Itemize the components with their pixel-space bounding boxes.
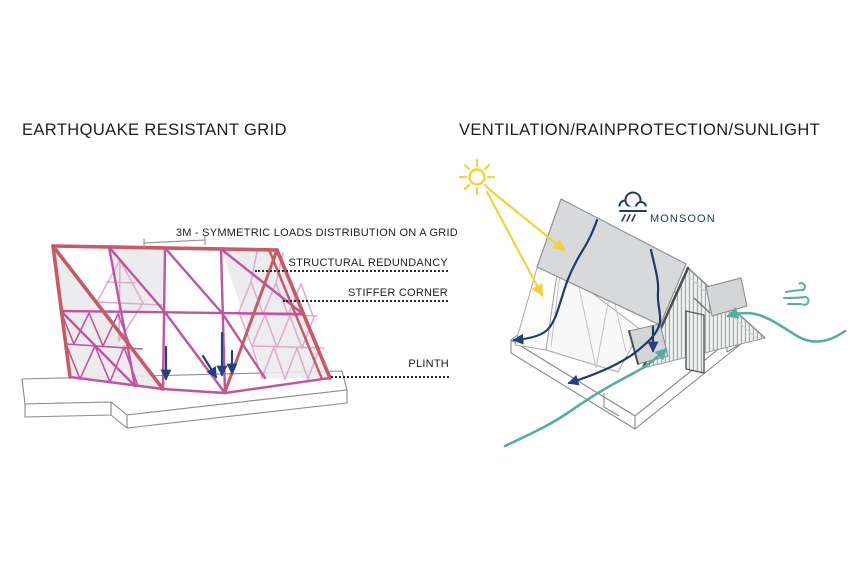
plinth-left	[21, 370, 348, 429]
leader-line-stiffer-corner	[283, 300, 448, 302]
right-panel-title: VENTILATION/RAINPROTECTION/SUNLIGHT	[459, 121, 821, 139]
wind-flow-arrows	[503, 307, 847, 448]
rain-flow-arrows	[512, 218, 662, 386]
load-arrows	[160, 331, 238, 381]
sun-icon	[458, 158, 496, 196]
annotation-grid-note: 3M - SYMMETRIC LOADS DISTRIBUTION ON A G…	[175, 227, 458, 239]
annotation-monsoon: MONSOON	[650, 213, 716, 225]
sunlight-arrows	[485, 188, 566, 297]
leader-line-structural-redundancy	[255, 270, 448, 272]
rain-cloud-icon	[617, 191, 649, 222]
dimension-bracket	[143, 236, 206, 248]
annotation-stiffer-corner: STIFFER CORNER	[347, 287, 448, 299]
leader-line-plinth	[331, 376, 449, 378]
left-panel-title: EARTHQUAKE RESISTANT GRID	[22, 121, 287, 139]
annotation-structural-redundancy: STRUCTURAL REDUNDANCY	[288, 257, 448, 269]
wind-icon	[783, 282, 810, 306]
annotation-plinth: PLINTH	[408, 358, 449, 370]
